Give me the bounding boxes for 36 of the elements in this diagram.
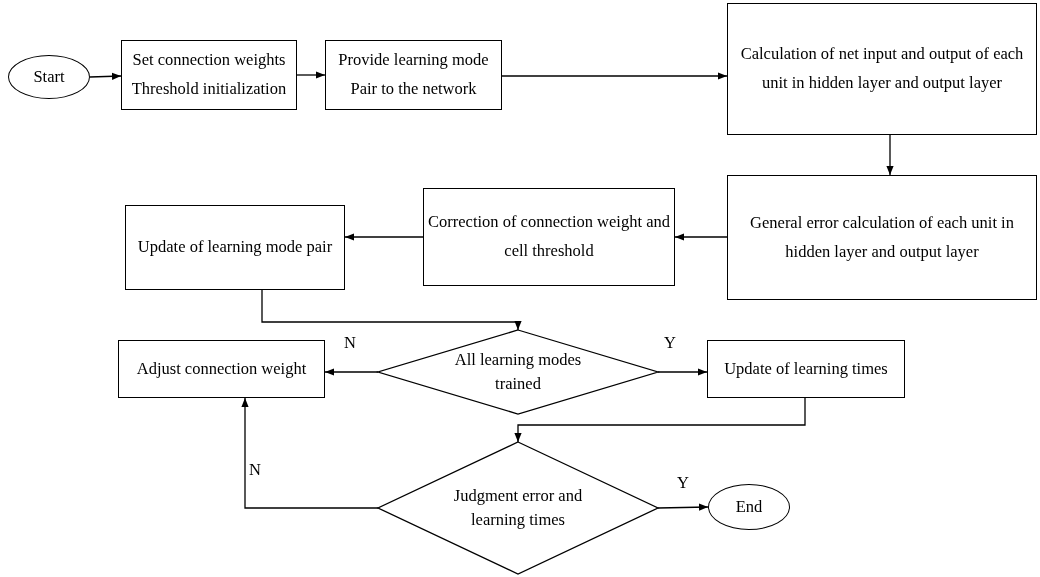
node-label: All learning modes trained (453, 349, 583, 395)
node-label: Set connection weights (132, 49, 286, 72)
arrow (657, 368, 708, 376)
arrow (886, 134, 894, 176)
process-box (707, 340, 905, 398)
node-label: Update of learning times (724, 357, 888, 380)
arrow (241, 397, 379, 509)
arrow (674, 233, 728, 241)
node-label: End (735, 495, 763, 518)
arrow (89, 72, 122, 80)
arrow (261, 289, 522, 331)
process-box (727, 3, 1037, 135)
node-label: Adjust connection weight (136, 357, 307, 380)
node-label: Provide learning mode (338, 49, 489, 72)
process-box (325, 40, 502, 110)
process-box (125, 205, 345, 290)
arrow (501, 72, 728, 80)
arrow (514, 397, 806, 443)
node-label: Update of learning mode pair (137, 236, 333, 259)
node-label: Correction of connection weight and cell threshold (428, 211, 670, 262)
node-label: Start (33, 65, 65, 88)
decision-diamond (378, 330, 658, 414)
arrow (296, 71, 326, 79)
node-label: General error calculation of each unit in hidden layer and output layer (749, 211, 1015, 263)
arrow (344, 233, 424, 241)
node-label: Judgment error and learning times (452, 485, 584, 531)
decision-diamond (378, 442, 658, 574)
node-label: Threshold initialization (131, 78, 287, 100)
process-box (118, 340, 325, 398)
process-box (423, 188, 675, 286)
node-label: Calculation of net input and output of each unit in hidden layer and output layer (739, 43, 1025, 94)
arrow (324, 368, 379, 376)
process-box (727, 175, 1037, 300)
process-box (121, 40, 297, 110)
arrow (657, 503, 709, 511)
node-label: Pair to the network (350, 78, 477, 100)
